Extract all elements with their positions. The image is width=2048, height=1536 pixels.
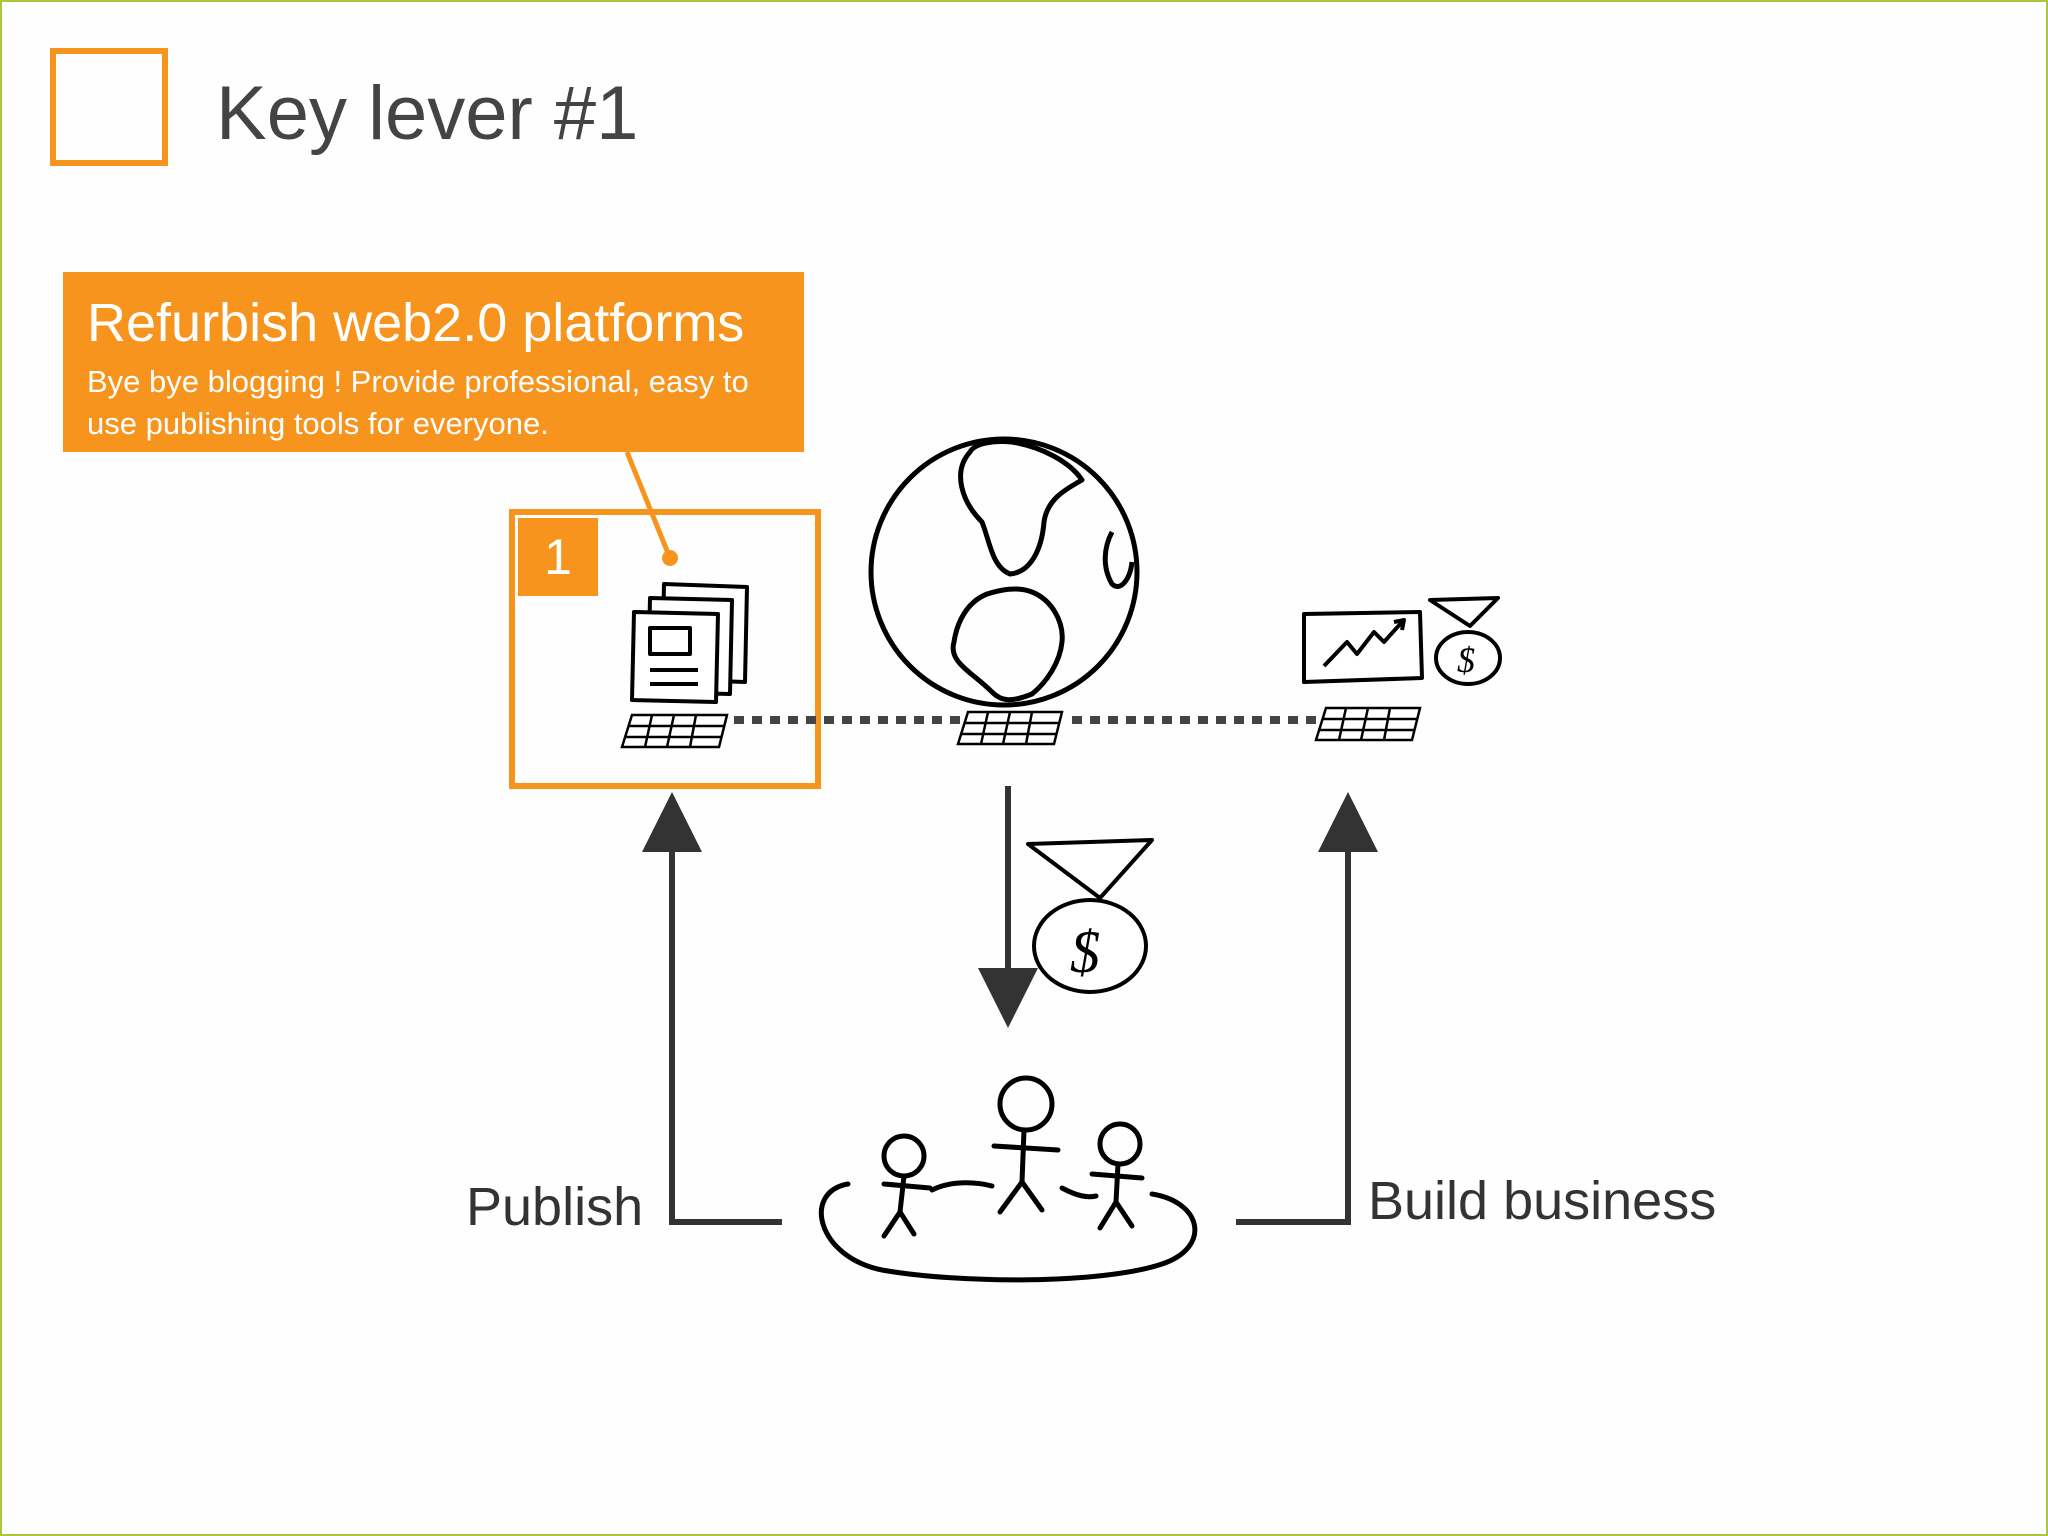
globe-icon — [868, 436, 1140, 708]
title-square-icon — [50, 48, 168, 166]
keyboard-icon — [1314, 706, 1422, 742]
callout-heading: Refurbish web2.0 platforms — [87, 293, 745, 353]
callout-body: Bye bye blogging ! Provide professional,… — [87, 364, 749, 441]
step-number-badge: 1 — [518, 518, 598, 596]
build-business-label: Build business — [1368, 1171, 1717, 1231]
build-business-arrow — [1236, 792, 1378, 1225]
money-bag-small-symbol: $ — [1457, 640, 1475, 680]
keyboard-icon — [956, 710, 1064, 746]
money-bag-large-symbol: $ — [1070, 919, 1100, 985]
money-bag-small-icon: $ — [1428, 596, 1502, 686]
callout-box: Refurbish web2.0 platforms Bye bye blogg… — [63, 272, 804, 452]
publish-arrow — [642, 792, 782, 1225]
growth-chart-icon — [1302, 610, 1424, 684]
pages-icon — [630, 582, 749, 704]
callout-connector — [624, 451, 678, 566]
publish-label: Publish — [466, 1177, 644, 1237]
keyboard-icon — [620, 713, 729, 749]
community-icon — [819, 1075, 1198, 1283]
money-bag-large-icon: $ — [1026, 838, 1154, 994]
step-1-highlight-frame — [509, 509, 821, 789]
slide-title: Key lever #1 — [216, 71, 639, 156]
